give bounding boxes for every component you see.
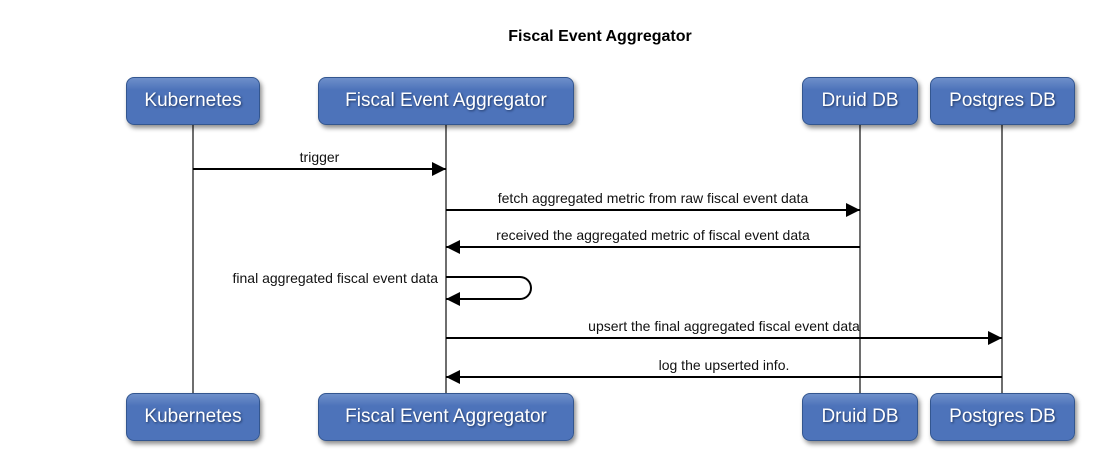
arrowhead-right-icon <box>988 331 1002 345</box>
participant-box-kubernetes-top: Kubernetes <box>126 77 260 125</box>
arrowhead-right-icon <box>432 162 446 176</box>
diagram-title: Fiscal Event Aggregator <box>508 28 692 45</box>
lifeline-postgres-db <box>1001 125 1003 393</box>
message-log-label: log the upserted info. <box>658 357 790 373</box>
participant-box-postgres-db-bottom: Postgres DB <box>930 393 1075 441</box>
message-upsert-line <box>446 337 1002 339</box>
message-received-label: received the aggregated metric of fiscal… <box>496 227 810 243</box>
participant-box-fiscal-event-aggregator-bottom: Fiscal Event Aggregator <box>318 393 574 441</box>
message-upsert-label: upsert the final aggregated fiscal event… <box>588 318 860 334</box>
participant-box-kubernetes-bottom: Kubernetes <box>126 393 260 441</box>
message-trigger-label: trigger <box>299 149 340 165</box>
message-self-loop-line <box>446 276 532 300</box>
message-self-label: final aggregated fiscal event data <box>232 270 438 286</box>
participant-box-druid-db-bottom: Druid DB <box>802 393 918 441</box>
lifeline-druid-db <box>859 125 861 393</box>
arrowhead-left-icon <box>446 292 460 306</box>
participant-box-druid-db-top: Druid DB <box>802 77 918 125</box>
message-received-line <box>446 246 860 248</box>
message-trigger-line <box>193 168 446 170</box>
lifeline-kubernetes <box>192 125 194 393</box>
arrowhead-left-icon <box>446 370 460 384</box>
arrowhead-left-icon <box>446 240 460 254</box>
arrowhead-right-icon <box>846 203 860 217</box>
message-fetch-line <box>446 209 860 211</box>
participant-box-fiscal-event-aggregator-top: Fiscal Event Aggregator <box>318 77 574 125</box>
message-log-line <box>446 376 1002 378</box>
message-fetch-label: fetch aggregated metric from raw fiscal … <box>497 190 809 206</box>
lifeline-fiscal-event-aggregator <box>445 125 447 393</box>
participant-box-postgres-db-top: Postgres DB <box>930 77 1075 125</box>
